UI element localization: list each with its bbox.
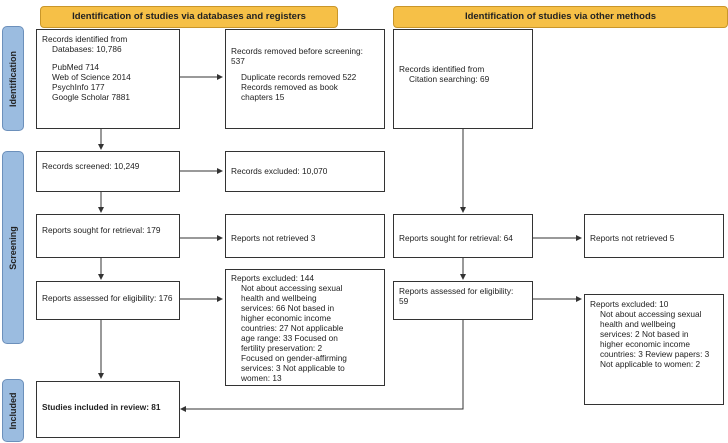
other-excluded-line-1: Not about accessing sexual [600,309,702,319]
box-assessed: Reports assessed for eligibility: 176 [36,281,180,320]
other-excluded-title: Reports excluded: 10 [590,299,669,309]
records-excluded-text: Records excluded: 10,070 [231,166,328,176]
other-identified-line1: Records identified from [399,64,485,74]
other-assessed-line1: Reports assessed for eligibility: [399,286,514,296]
records-identified-line1: Records identified from [42,34,128,44]
box-not-retrieved: Reports not retrieved 3 [225,214,385,258]
box-included: Studies included in review: 81 [36,381,180,438]
box-other-identified: Records identified from Citation searchi… [393,29,533,129]
records-identified-scholar: Google Scholar 7881 [52,92,130,102]
box-other-not-retrieved: Reports not retrieved 5 [584,214,724,258]
box-records-screened: Records screened: 10,249 [36,151,180,192]
excluded-line-3: services: 66 Not based in [241,303,335,313]
phase-included: Included [2,379,24,442]
phase-screening: Screening [2,151,24,344]
sought-retrieval-text: Reports sought for retrieval: 179 [42,225,161,235]
records-removed-duplicates: Duplicate records removed 522 [241,72,357,82]
header-databases: Identification of studies via databases … [40,6,338,28]
other-sought-text: Reports sought for retrieval: 64 [399,233,513,243]
records-removed-book1: Records removed as book [241,82,338,92]
other-excluded-line-2: health and wellbeing [600,319,676,329]
box-records-excluded: Records excluded: 10,070 [225,151,385,192]
excluded-line-8: Focused on gender-affirming [241,353,347,363]
excluded-line-5: countries: 27 Not applicable [241,323,344,333]
records-identified-psychinfo: PsychInfo 177 [52,82,105,92]
box-other-sought: Reports sought for retrieval: 64 [393,214,533,258]
excluded-line-4: higher economic income [241,313,331,323]
box-reports-excluded: Reports excluded: 144 Not about accessin… [225,269,385,386]
excluded-line-10: women: 13 [241,373,282,383]
box-sought-retrieval: Reports sought for retrieval: 179 [36,214,180,258]
box-records-identified: Records identified from Databases: 10,78… [36,29,180,129]
other-excluded-line-6: Not applicable to women: 2 [600,359,701,369]
excluded-line-6: age range: 33 Focused on [241,333,338,343]
records-removed-book2: chapters 15 [241,92,285,102]
excluded-line-7: fertility preservation: 2 [241,343,323,353]
assessed-text: Reports assessed for eligibility: 176 [42,293,173,303]
records-removed-line2: 537 [231,56,245,66]
excluded-line-1: Not about accessing sexual [241,283,343,293]
records-removed-line1: Records removed before screening: [231,46,363,56]
other-identified-line2: Citation searching: 69 [409,74,490,84]
excluded-title: Reports excluded: 144 [231,273,315,283]
included-text: Studies included in review: 81 [42,402,161,412]
records-identified-pubmed: PubMed 714 [52,62,100,72]
records-screened-text: Records screened: 10,249 [42,161,140,171]
other-excluded-line-3: services: 2 Not based in [600,329,689,339]
other-excluded-line-5: countries: 3 Review papers: 3 [600,349,710,359]
excluded-line-9: services: 3 Not applicable to [241,363,345,373]
excluded-line-2: health and wellbeing [241,293,317,303]
other-assessed-line2: 59 [399,296,409,306]
arrow-other-assessed-to-included [180,320,464,412]
box-other-assessed: Reports assessed for eligibility: 59 [393,281,533,320]
phase-identification: Identification [2,26,24,131]
other-not-retrieved-text: Reports not retrieved 5 [590,233,675,243]
records-identified-line2: Databases: 10,786 [52,44,122,54]
not-retrieved-text: Reports not retrieved 3 [231,233,316,243]
records-identified-wos: Web of Science 2014 [52,72,131,82]
box-other-excluded: Reports excluded: 10 Not about accessing… [584,294,724,405]
box-records-removed: Records removed before screening: 537 Du… [225,29,385,129]
other-excluded-line-4: higher economic income [600,339,690,349]
